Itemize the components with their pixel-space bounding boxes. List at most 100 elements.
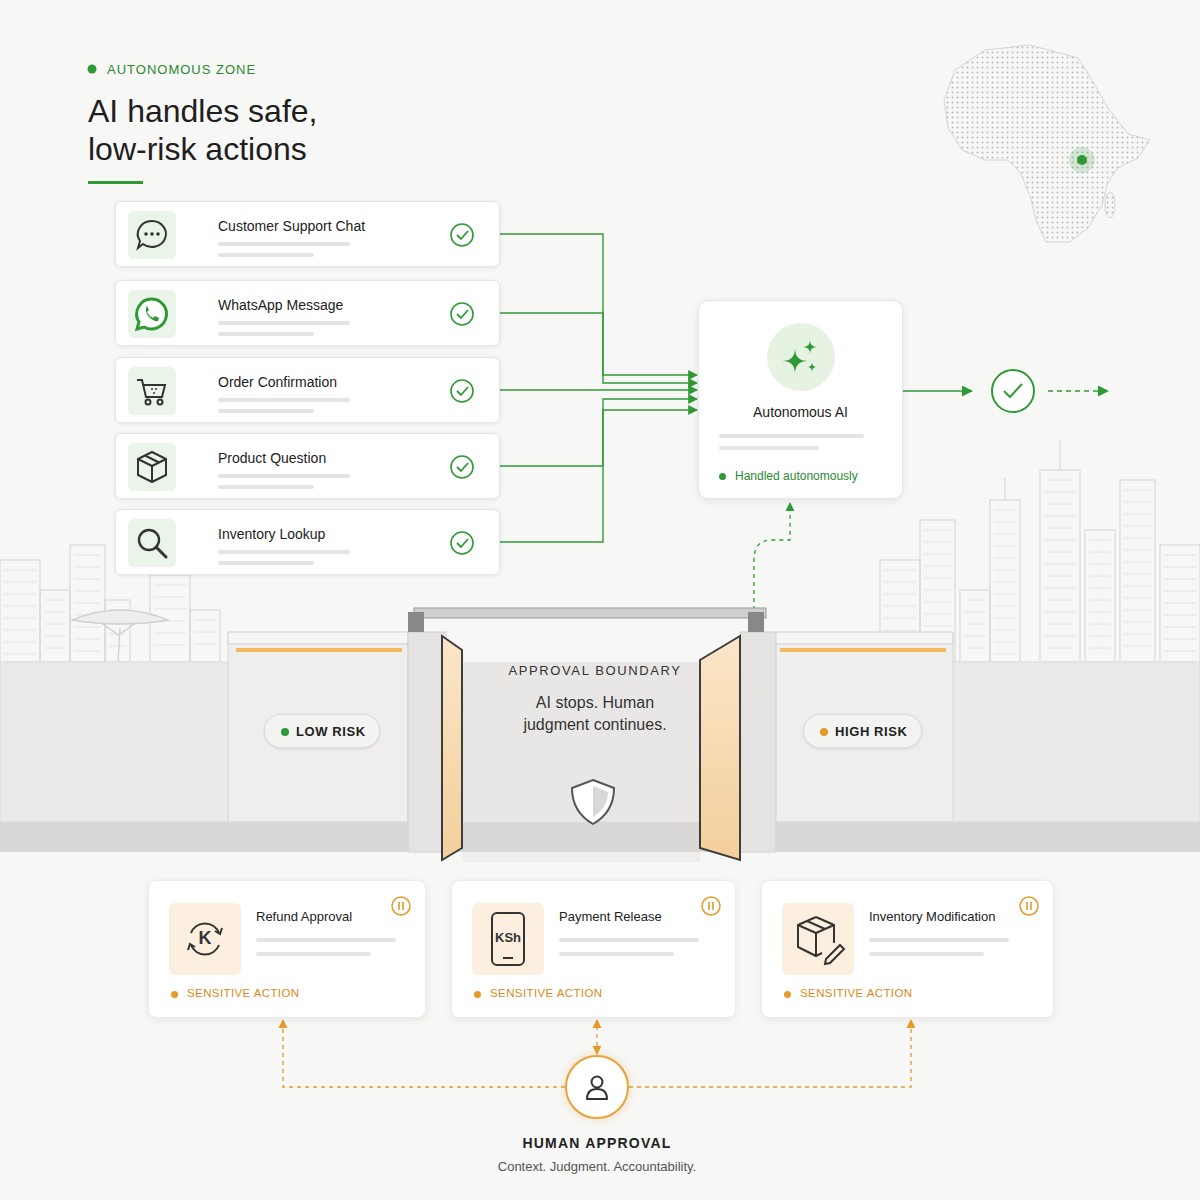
title-underline [88,181,143,184]
check-icon [449,378,475,404]
decor-shape [194,644,216,645]
input-icon [128,443,176,491]
input-icon [128,367,176,415]
decor-shape [1020,897,1038,915]
decor-shape [74,591,101,592]
decor-shape [457,539,468,547]
input-card: WhatsApp Message [115,280,500,346]
decor-shape [0,662,230,822]
status-dot [171,991,178,998]
decor-shape [1044,480,1076,481]
decor-shape [807,362,817,372]
decor-shape [924,566,951,567]
decor-shape [708,902,710,910]
decor-shape [884,618,916,619]
decor-shape [154,633,186,634]
decor-shape [767,323,835,391]
decor-shape [188,944,195,950]
decor-shape [1124,622,1151,623]
placeholder-bar [218,332,314,336]
decor-shape [402,902,404,910]
decor-shape [228,640,408,822]
decor-shape [4,618,36,619]
zone-label: AUTONOMOUS ZONE [107,62,256,77]
decor-shape [138,452,166,482]
decor-shape [128,211,176,259]
decor-shape [1164,603,1196,604]
decor-shape [389,894,413,918]
connector [500,234,697,375]
decor-shape [1069,147,1095,173]
decor-shape [146,400,151,405]
decor-shape [924,602,951,603]
input-card: Customer Support Chat [115,201,500,267]
action-card: Inventory ModificationSENSITIVE ACTION [761,880,1054,1018]
decor-shape [449,301,475,327]
risk-dot [281,728,289,736]
decor-shape [1044,624,1076,625]
decor-shape [712,902,714,910]
decor-shape [1124,598,1151,599]
decor-shape [151,388,153,390]
decor-shape [1164,555,1196,556]
decor-shape [1089,648,1111,649]
decor-shape [74,627,101,628]
decor-shape [775,640,953,822]
node-title: Payment Release [559,909,662,924]
currency-code: KSh [472,930,544,945]
decor-shape [449,454,475,480]
decor-shape [1044,576,1076,577]
decor-shape [924,614,951,615]
decor-shape [990,500,1020,662]
placeholder-bar [218,242,350,246]
check-icon [449,454,475,480]
decor-shape [138,221,166,248]
connector [500,410,697,542]
decor-shape [994,570,1016,571]
decor-shape [798,917,834,956]
decor-shape [451,224,473,246]
decor-shape [1089,612,1111,613]
decor-shape [1164,591,1196,592]
input-card: Inventory Lookup [115,509,500,575]
decor-shape [1030,902,1032,910]
approval-wall [0,608,1200,862]
placeholder-bar [719,434,864,438]
decor-shape [1124,538,1151,539]
decor-shape [44,624,66,625]
node-title: Customer Support Chat [218,218,365,234]
decor-shape [884,594,916,595]
node-title: Autonomous AI [699,404,902,420]
decor-shape [0,662,1200,852]
connector [596,1020,597,1054]
decor-shape [1164,651,1196,652]
decor-shape [4,642,36,643]
node-title: Inventory Modification [869,909,995,924]
decor-shape [72,610,168,624]
node-title: Product Question [218,450,326,466]
decor-shape [782,348,808,374]
decor-shape [156,547,166,557]
decor-shape [1089,588,1111,589]
decor-shape [960,590,990,662]
currency-symbol: K [169,928,241,949]
decor-shape [924,578,951,579]
decor-shape [74,639,101,640]
decor-shape [964,636,986,637]
decor-shape [1105,192,1115,218]
decor-shape [1044,648,1076,649]
decor-shape [1124,514,1151,515]
decor-shape [1124,550,1151,551]
decor-shape [70,545,105,662]
decor-shape [398,902,400,910]
placeholder-bar [218,321,350,325]
decor-shape [924,626,951,627]
decor-shape [994,594,1016,595]
decor-shape [702,897,720,915]
decor-shape [137,299,167,329]
node-title: Inventory Lookup [218,526,325,542]
decor-shape [4,594,36,595]
action-icon: K [169,903,241,975]
decor-shape [994,534,1016,535]
